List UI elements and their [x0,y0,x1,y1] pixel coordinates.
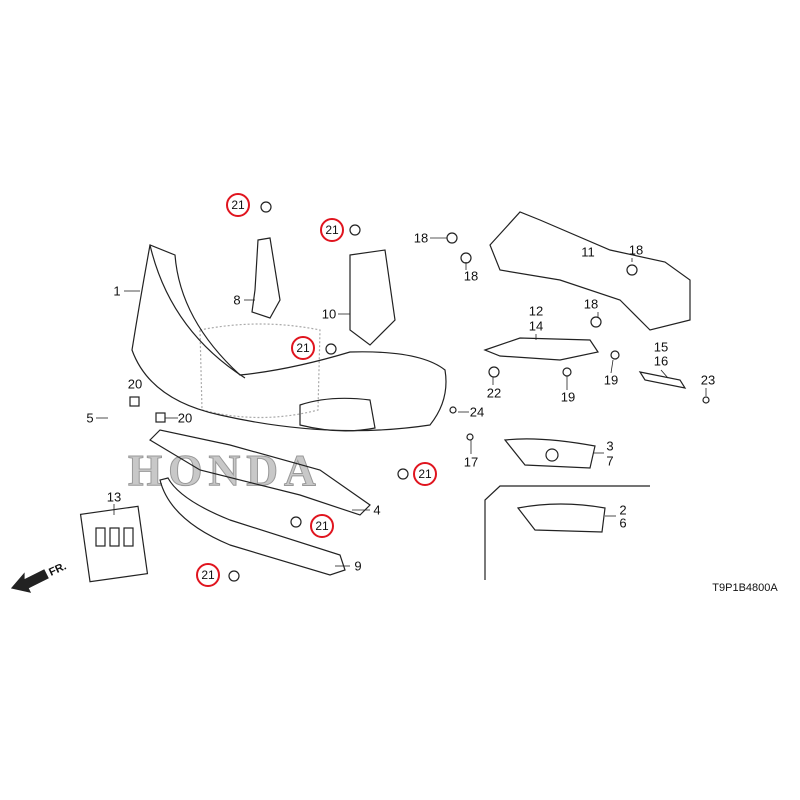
bumper-face [131,244,447,432]
label-10[interactable]: 10 [321,306,337,322]
inset-frame [484,485,650,580]
label-20[interactable]: 20 [177,410,193,426]
honda-watermark: HONDA [128,446,322,496]
label-16[interactable]: 16 [653,353,669,369]
bracket-8-shape [251,237,281,319]
label-2[interactable]: 2 [619,502,627,518]
diagram-code: T9P1B4800A [712,582,778,594]
garnish-2-shape [516,503,606,533]
callout-21[interactable]: 21 [320,218,344,242]
label-13[interactable]: 13 [106,489,122,505]
label-23[interactable]: 23 [700,372,716,388]
label-6[interactable]: 6 [619,515,627,531]
fog-opening [299,397,376,432]
fog-garnish-3-shape [503,438,596,469]
callout-21[interactable]: 21 [413,462,437,486]
molding-15-shape [638,371,687,389]
label-19[interactable]: 19 [560,389,576,405]
label-1[interactable]: 1 [113,283,121,299]
fasteners [129,201,710,582]
callout-21[interactable]: 21 [291,336,315,360]
bumper-face-top [149,244,246,379]
label-22[interactable]: 22 [486,385,502,401]
bracket-10-shape [349,249,396,346]
label-3[interactable]: 3 [606,438,614,454]
label-18[interactable]: 18 [463,268,479,284]
absorber-11-shape [489,211,691,331]
label-24[interactable]: 24 [469,404,485,420]
label-18[interactable]: 18 [413,230,429,246]
label-7[interactable]: 7 [606,453,614,469]
callout-21[interactable]: 21 [310,514,334,538]
label-20[interactable]: 20 [127,376,143,392]
label-17[interactable]: 17 [463,454,479,470]
grille-4-shape [149,429,371,516]
label-19[interactable]: 19 [603,372,619,388]
label-18[interactable]: 18 [583,296,599,312]
spoiler-9-shape [159,477,346,576]
label-8[interactable]: 8 [233,292,241,308]
label-15[interactable]: 15 [653,339,669,355]
front-arrow-icon [10,569,49,593]
label-9[interactable]: 9 [354,558,362,574]
callout-21[interactable]: 21 [196,563,220,587]
beam-12-shape [483,337,599,361]
label-5[interactable]: 5 [86,410,94,426]
license-bracket-13-shape [79,505,149,583]
label-11[interactable]: 11 [581,244,595,260]
label-4[interactable]: 4 [373,502,381,518]
label-12[interactable]: 12 [528,303,544,319]
label-18[interactable]: 18 [628,242,644,258]
callout-21[interactable]: 21 [226,193,250,217]
honda-logo-watermark [199,323,321,419]
leader-lines [96,237,707,567]
label-14[interactable]: 14 [528,318,544,334]
